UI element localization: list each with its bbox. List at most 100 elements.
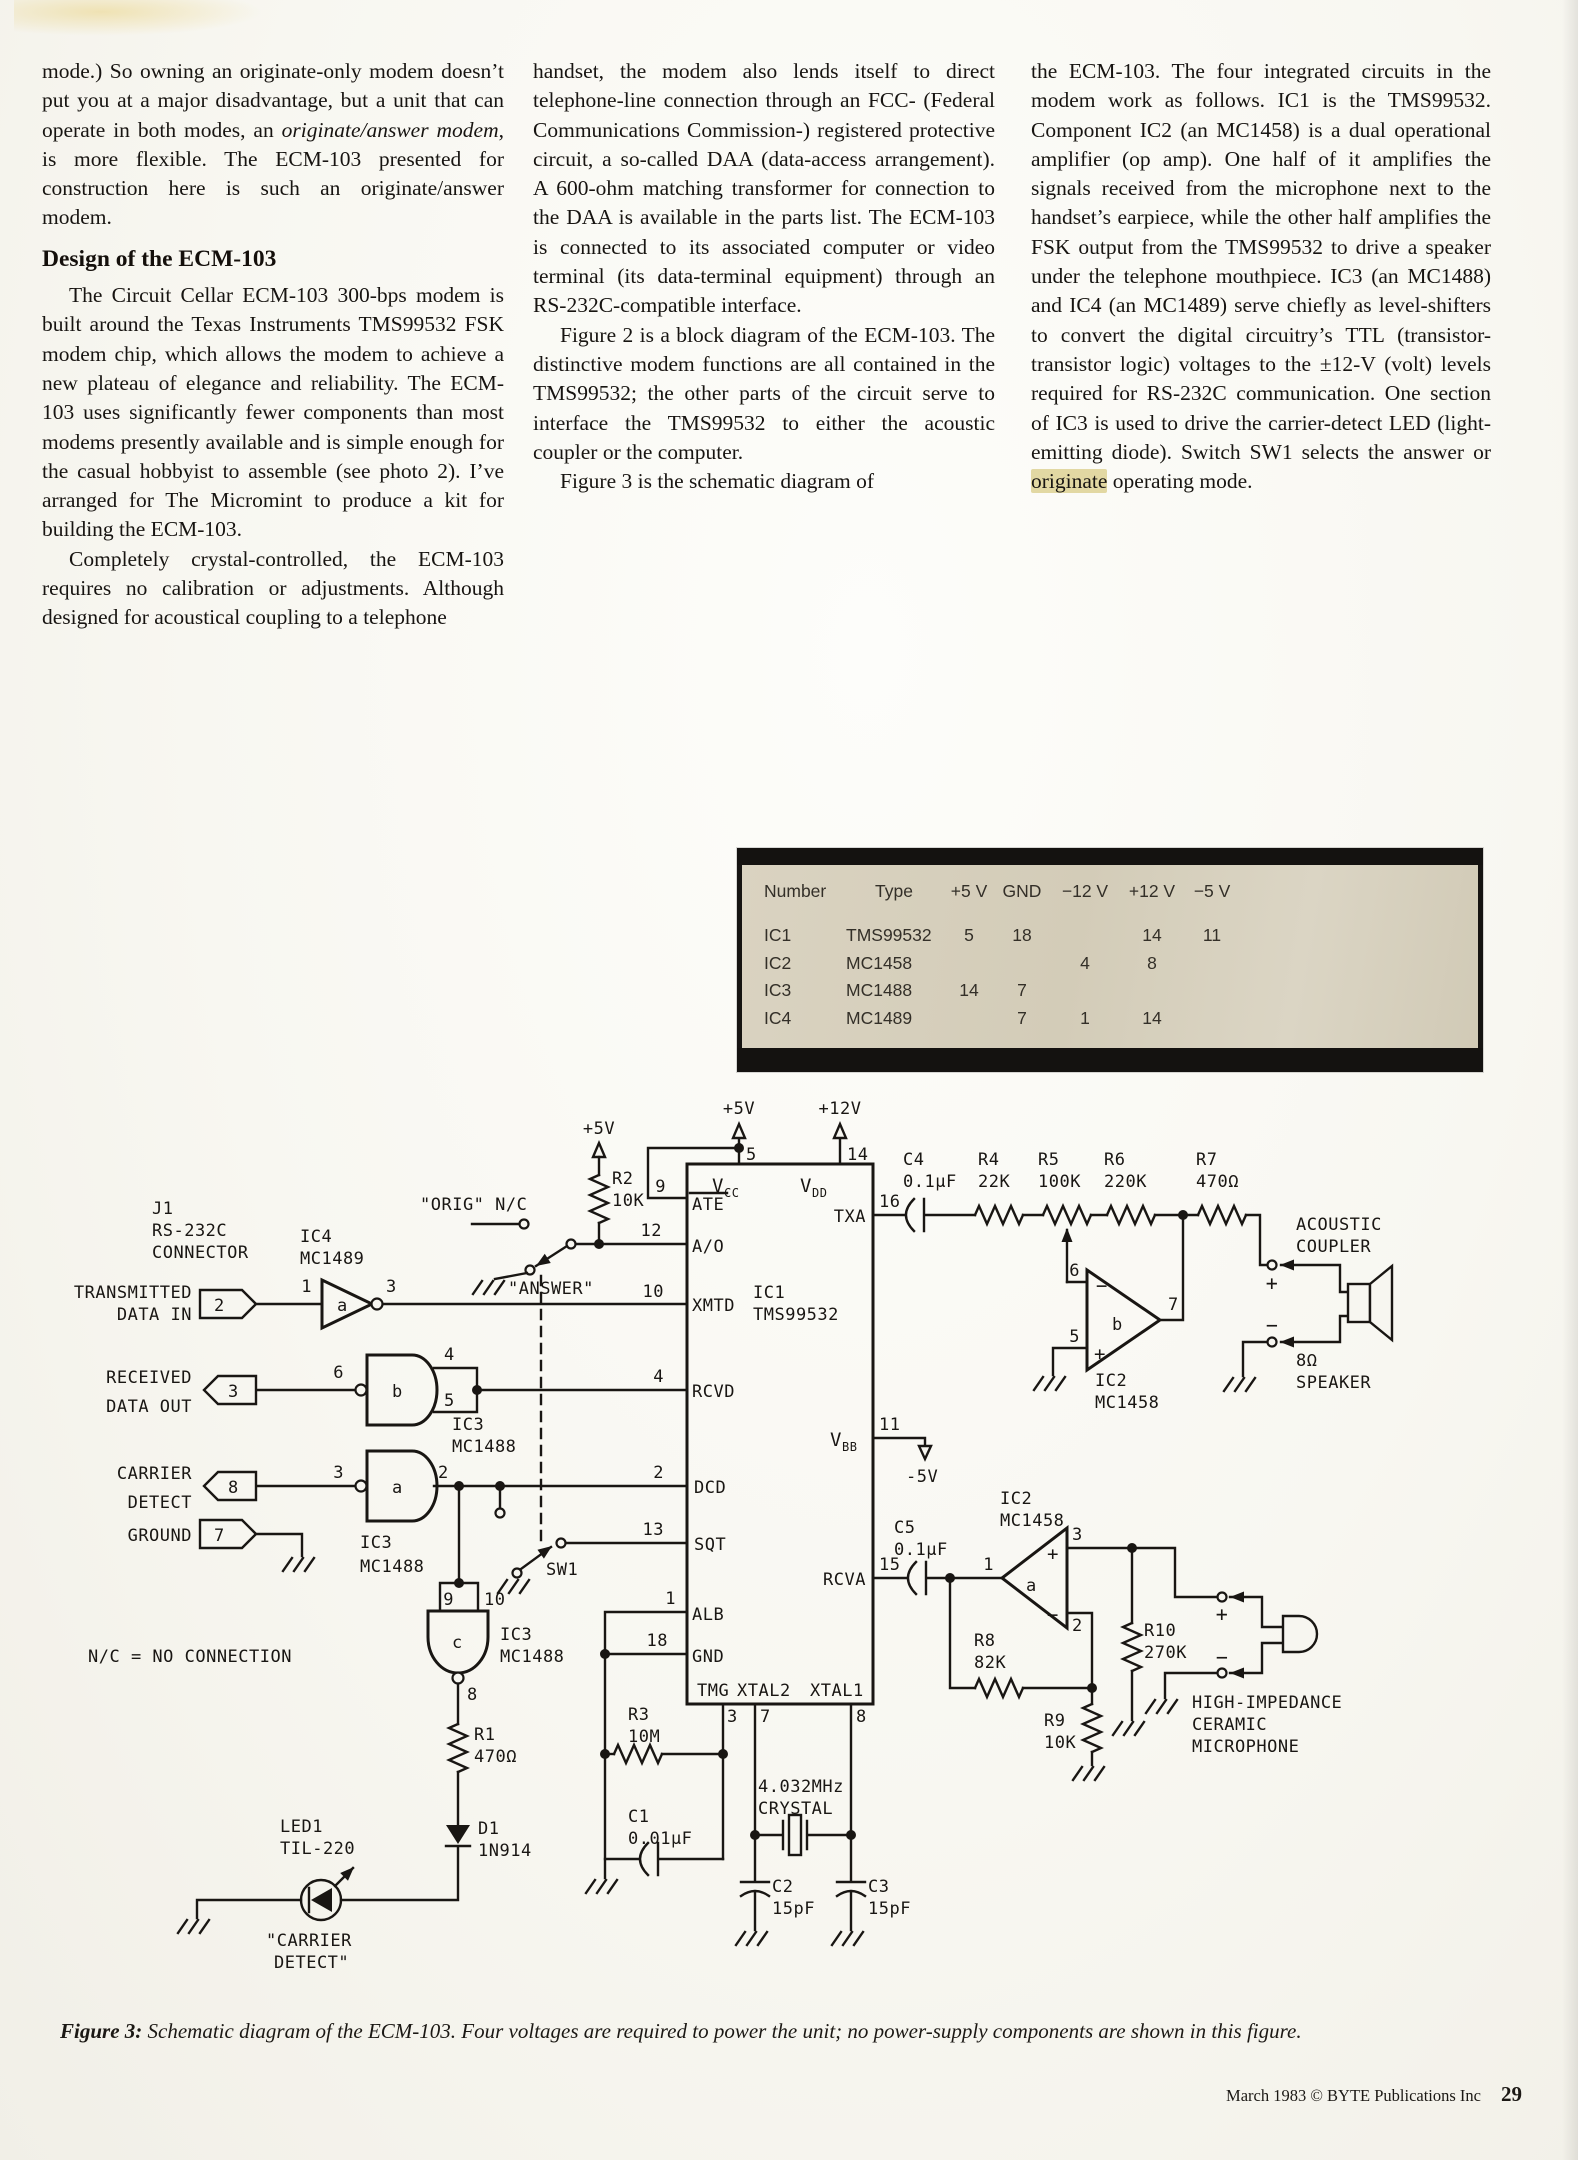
schematic-label-c5-val: 0.1µF	[894, 1540, 948, 1560]
schematic-label-coupler-plus: +	[1266, 1271, 1279, 1295]
caption-text: Schematic diagram of the ECM-103. Four v…	[142, 2019, 1302, 2043]
schematic-label-pin4: 4	[653, 1367, 664, 1387]
schematic-label-d1-ref: D1	[478, 1819, 499, 1839]
page-number: 29	[1501, 2082, 1522, 2106]
schematic-label-xtal1-label: XTAL1	[810, 1681, 864, 1701]
schematic-label-tmg-label: TMG	[697, 1681, 729, 1701]
schematic-label-c3-ref: C3	[868, 1877, 889, 1897]
schematic-label-gateb-pin6: 6	[333, 1363, 344, 1383]
schematic-label-pin9: 9	[655, 1177, 666, 1197]
schematic-label-r4-ref: R4	[978, 1150, 999, 1170]
schematic-label-r7-ref: R7	[1196, 1150, 1217, 1170]
paragraph: The Circuit Cellar ECM-103 300-bps modem…	[42, 283, 504, 542]
schematic-label-conn-pin7: 7	[214, 1526, 225, 1546]
schematic-label-r8-val: 82K	[974, 1653, 1006, 1673]
schematic-label-r2-val: 10K	[612, 1191, 644, 1211]
paragraph: Figure 3 is the schematic diagram of	[560, 469, 875, 494]
schematic-label-pin7-xtal2: 7	[760, 1707, 771, 1727]
schematic-label-inv-pin3: 3	[386, 1277, 397, 1297]
schematic-label-gatea-letter: a	[392, 1478, 403, 1498]
schematic-label-conn-pin2: 2	[214, 1296, 225, 1316]
table-cell	[1182, 950, 1242, 978]
schematic-label-r1-val: 470Ω	[474, 1747, 517, 1767]
schematic-label-vbb-v: V	[830, 1429, 842, 1451]
table-photo-bottom-band	[737, 1048, 1483, 1072]
schematic-label-ic2b-part: MC1458	[1095, 1393, 1159, 1413]
highlighted-word: originate	[1031, 469, 1108, 494]
schematic-label-inv-pin1: 1	[301, 1277, 312, 1297]
table-cell	[1048, 922, 1122, 950]
schematic-label-opampb-pin6: 6	[1069, 1261, 1080, 1281]
schematic-label-mic-name-2: CERAMIC	[1192, 1715, 1267, 1735]
schematic-label-mic-name-1: HIGH-IMPEDANCE	[1192, 1693, 1342, 1713]
schematic-label-coupler: COUPLER	[1296, 1237, 1371, 1257]
table-cell	[942, 950, 996, 978]
schematic-label-pin16: 16	[879, 1192, 900, 1212]
table-cell	[1182, 1005, 1242, 1033]
schematic-label-opampb-plus: +	[1094, 1343, 1106, 1365]
table-cell: 7	[1017, 980, 1027, 1000]
schematic-label-plus12v-top: +12V	[819, 1099, 862, 1119]
schematic-label-plus5v-top: +5V	[723, 1099, 755, 1119]
schematic-label-opampb-minus: −	[1096, 1275, 1108, 1297]
schematic-label-vdd-sub: DD	[812, 1186, 827, 1200]
paragraph-text: mode.) So owning an originate-only modem…	[42, 59, 504, 142]
schematic-label-led1-ref: LED1	[280, 1817, 323, 1837]
paragraph: handset, the modem also lends itself to …	[533, 59, 995, 318]
schematic-label-ic3b-part: MC1488	[452, 1437, 516, 1457]
schematic-label-ate-label: ATE	[692, 1195, 724, 1215]
article-column-2: handset, the modem also lends itself to …	[533, 57, 995, 496]
schematic-label-sw1-label: SW1	[546, 1560, 578, 1580]
schematic-label-r7-val: 470Ω	[1196, 1172, 1239, 1192]
sw1-switch	[496, 1537, 689, 1595]
article-column-1: mode.) So owning an originate-only modem…	[42, 57, 504, 633]
schematic-label-c2-ref: C2	[772, 1877, 793, 1897]
table-header-cell: GND	[1002, 881, 1042, 901]
schematic-label-opampb-letter: b	[1112, 1315, 1123, 1335]
table-cell: MC1458	[846, 952, 913, 973]
schematic-label-nc-note: N/C = NO CONNECTION	[88, 1647, 292, 1667]
schematic-label-r9-val: 10K	[1044, 1733, 1076, 1753]
schematic-label-data-out: DATA OUT	[106, 1397, 192, 1417]
schematic-label-r5-val: 100K	[1038, 1172, 1081, 1192]
schematic-label-ic3c-part: MC1488	[500, 1647, 564, 1667]
schematic-label-opampa-pin3: 3	[1072, 1525, 1083, 1545]
schematic-label-opampa-pin1: 1	[983, 1555, 994, 1575]
table-cell: 1	[1080, 1007, 1090, 1028]
schematic-label-pin12: 12	[641, 1221, 662, 1241]
schematic-label-transmitted: TRANSMITTED	[74, 1283, 192, 1303]
schematic-label-ic4-part: MC1489	[300, 1249, 364, 1269]
schematic-label-rcvd-label: RCVD	[692, 1382, 735, 1402]
table-header-cell: −5 V	[1193, 881, 1231, 901]
schematic-label-inv-letter: a	[337, 1296, 348, 1316]
schematic-label-orig-nc: "ORIG" N/C	[420, 1195, 527, 1215]
table-cell	[1048, 977, 1122, 1005]
schematic-label-pin10: 10	[643, 1282, 664, 1302]
schematic-label-sqt-label: SQT	[694, 1535, 726, 1555]
table-cell: 18	[1012, 925, 1032, 945]
table-cell	[996, 950, 1048, 978]
schematic-label-pin15: 15	[879, 1555, 900, 1575]
table-header-cell: Type	[875, 881, 913, 901]
table-cell: TMS99532	[846, 925, 932, 945]
table-cell: 5	[964, 925, 974, 945]
table-header-cell: +12 V	[1128, 881, 1176, 901]
table-cell: 4	[1080, 952, 1090, 973]
table-photo-top-band	[737, 848, 1483, 865]
schematic-label-carrier-detect-1: "CARRIER	[266, 1931, 352, 1951]
rs232-connector-and-ic4	[198, 1277, 689, 1331]
schematic-label-pin11: 11	[879, 1415, 900, 1435]
caption-lead: Figure 3:	[60, 2019, 143, 2043]
italic-phrase: originate/answer modem	[281, 117, 499, 142]
schematic-label-ic1-ref: IC1	[753, 1283, 785, 1303]
vbb-supply	[871, 1436, 933, 1462]
schematic-label-ic3b-ref: IC3	[452, 1415, 484, 1435]
schematic-label-opampa-letter: a	[1026, 1576, 1037, 1596]
schematic-label-r3-val: 10M	[628, 1727, 660, 1747]
schematic-label-pin1-ic1: 1	[665, 1589, 676, 1609]
schematic-label-vcc-sub: CC	[724, 1186, 739, 1200]
